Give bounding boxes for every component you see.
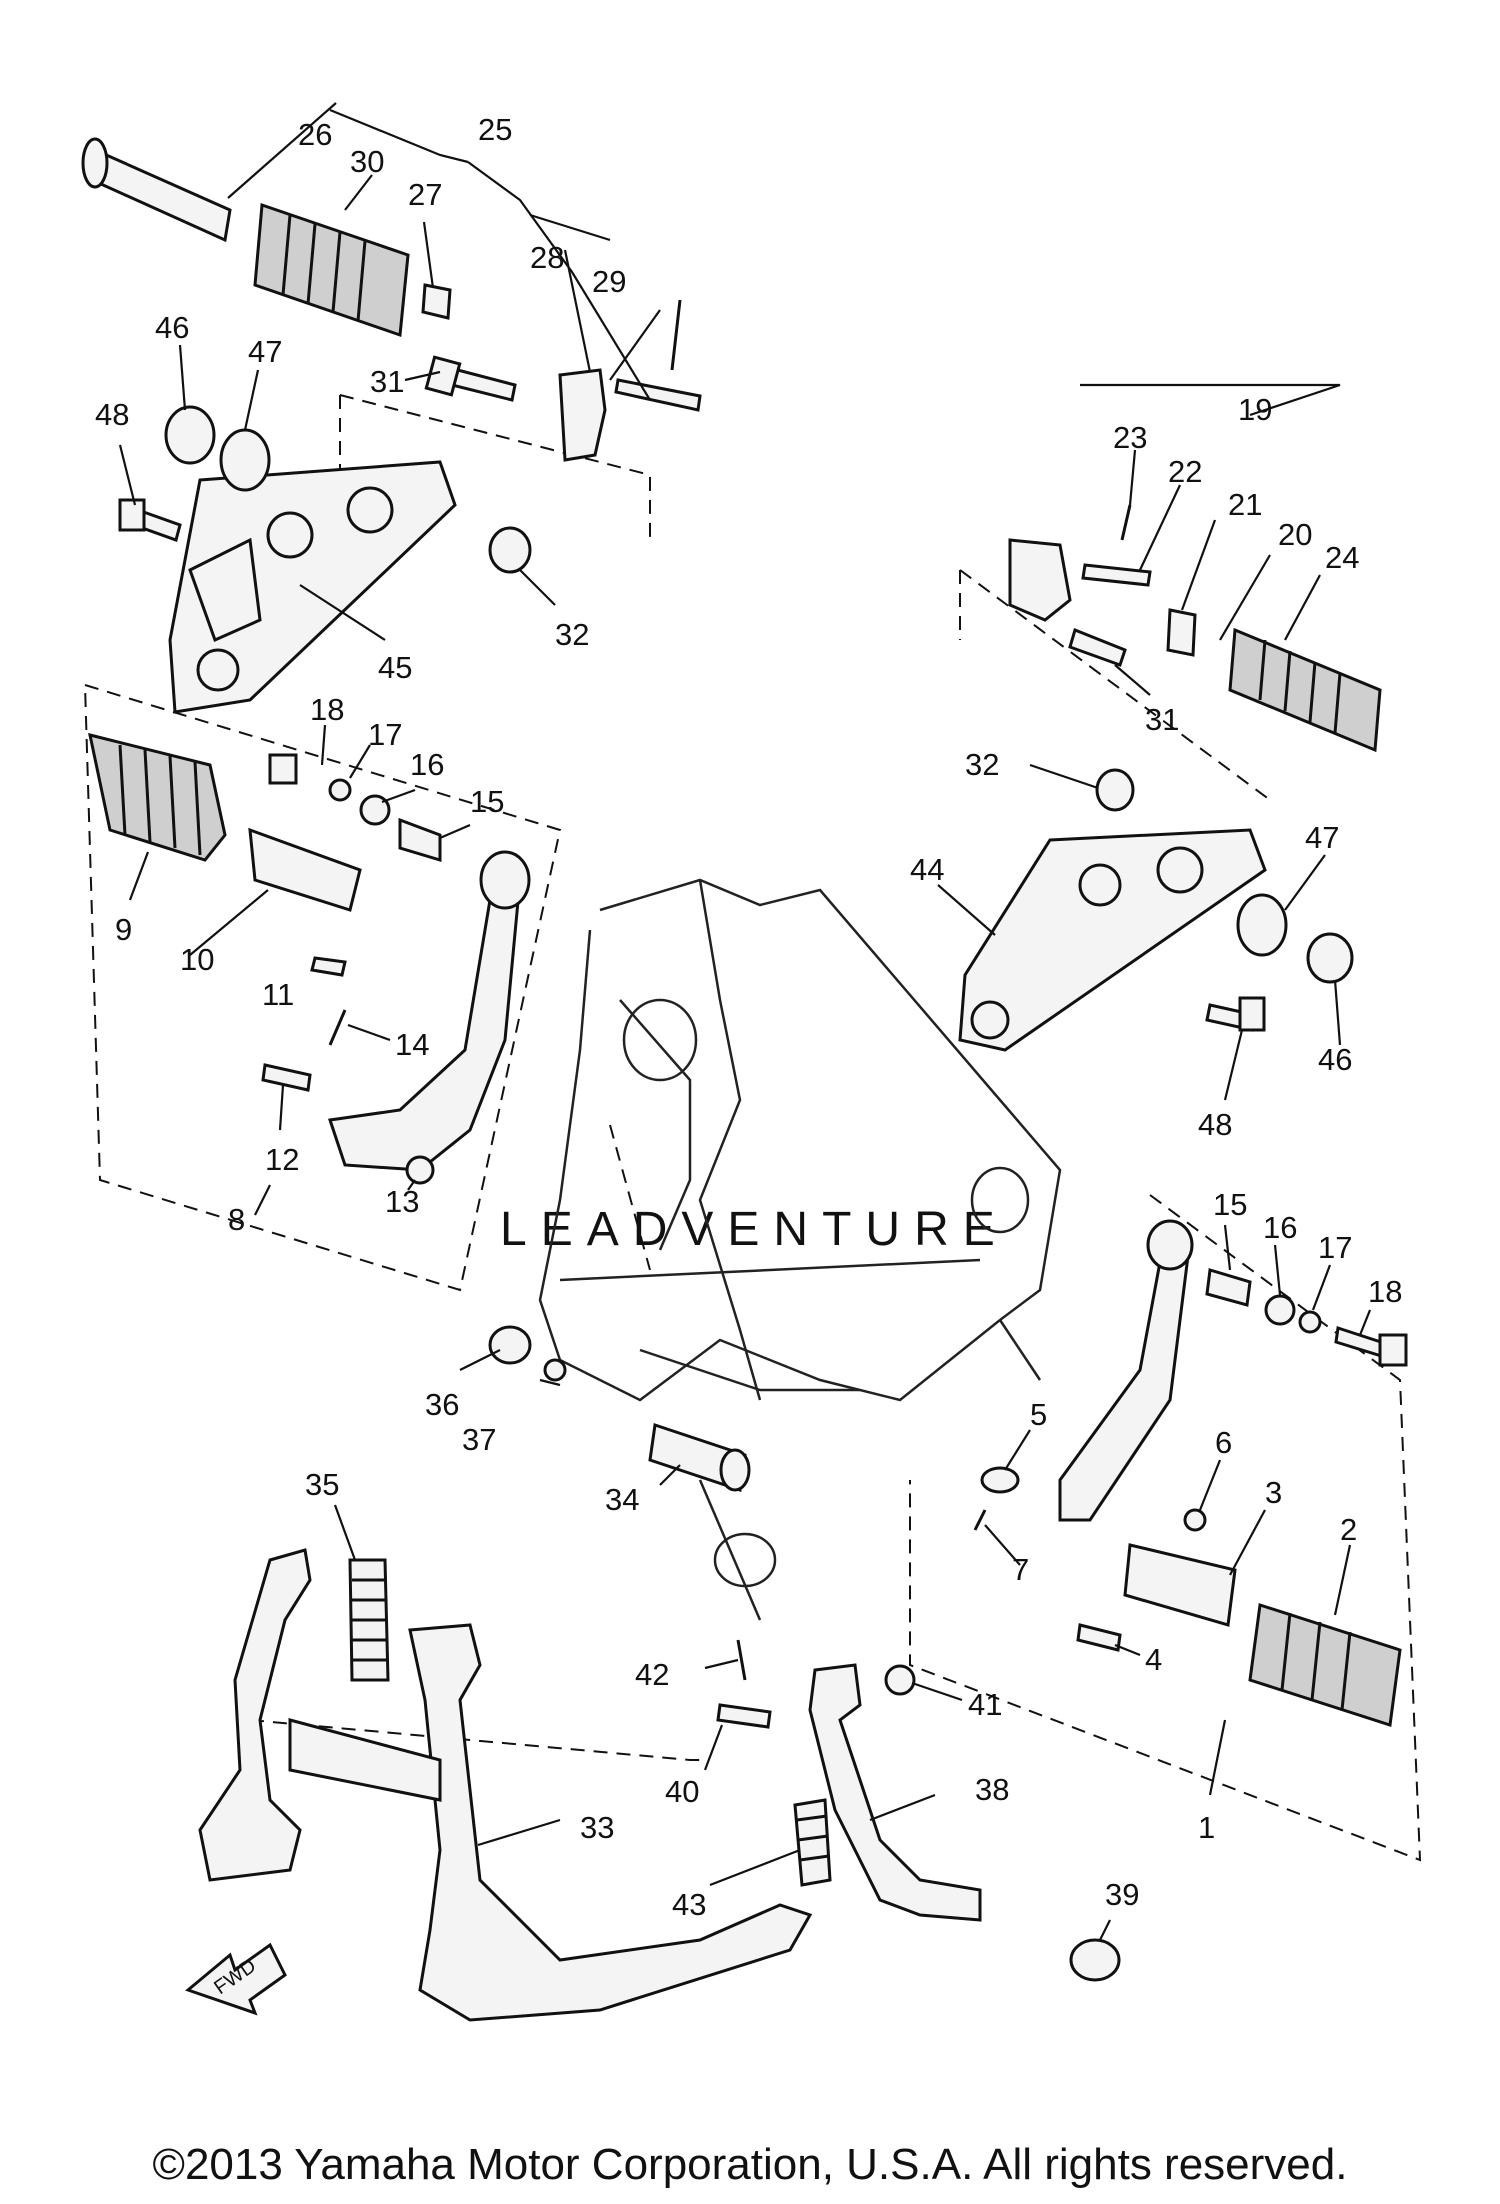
dashed-line-stand (249, 1719, 700, 1761)
callout-7: 7 (1012, 1552, 1029, 1587)
callout-36: 36 (425, 1387, 459, 1422)
callout-2: 2 (1340, 1512, 1357, 1547)
bracket-left-45 (118, 405, 532, 714)
callout-24: 24 (1325, 540, 1359, 575)
callout-23: 23 (1113, 420, 1147, 455)
bracket-right-44 (958, 768, 1354, 1052)
callout-15: 15 (470, 784, 504, 819)
callout-6: 6 (1215, 1425, 1232, 1460)
callout-34: 34 (605, 1482, 639, 1517)
main-frame (538, 878, 1062, 1621)
callout-33: 33 (580, 1810, 614, 1845)
callout-38: 38 (975, 1772, 1009, 1807)
callout-31: 31 (370, 364, 404, 399)
callout-35: 35 (305, 1467, 339, 1502)
callout-45: 45 (378, 650, 412, 685)
callout-48-right: 48 (1198, 1107, 1232, 1142)
callout-47: 47 (248, 334, 282, 369)
callout-21: 21 (1228, 487, 1262, 522)
callout-11: 11 (262, 977, 294, 1012)
callout-16: 16 (410, 747, 444, 782)
callout-48: 48 (95, 397, 129, 432)
callout-43: 43 (672, 1887, 706, 1922)
callout-32-right: 32 (965, 747, 999, 782)
callout-labels: 1 2 3 4 5 6 7 8 9 10 11 12 13 14 15 16 1… (95, 112, 1402, 1922)
front-footrest-right (973, 1219, 1408, 1727)
callout-46: 46 (155, 310, 189, 345)
watermark-text: LEADVENTURE (500, 1203, 1009, 1256)
callout-20: 20 (1278, 517, 1312, 552)
callout-39: 39 (1105, 1877, 1139, 1912)
leader-lines (118, 102, 1372, 1941)
callout-46-right: 46 (1318, 1042, 1352, 1077)
callout-44: 44 (910, 852, 944, 887)
callout-29: 29 (592, 264, 626, 299)
callout-37: 37 (462, 1422, 496, 1457)
callout-19: 19 (1238, 392, 1272, 427)
dashed-box-right-rear (959, 569, 1271, 801)
callout-8: 8 (228, 1202, 245, 1237)
callout-30: 30 (350, 144, 384, 179)
callout-32: 32 (555, 617, 589, 652)
rear-footrest-left (81, 137, 702, 462)
callout-14: 14 (395, 1027, 429, 1062)
dashed-box-left-front (83, 683, 562, 1292)
callout-26: 26 (298, 117, 332, 152)
callout-10: 10 (180, 942, 214, 977)
callout-42: 42 (635, 1657, 669, 1692)
dashed-line-frame (609, 1124, 651, 1271)
callout-17: 17 (368, 717, 402, 752)
callout-27: 27 (408, 177, 442, 212)
callout-15-right: 15 (1213, 1187, 1247, 1222)
main-stand (198, 1325, 813, 2022)
callout-9: 9 (115, 912, 132, 947)
callout-4: 4 (1145, 1642, 1162, 1677)
callout-47-right: 47 (1305, 820, 1339, 855)
callout-12: 12 (265, 1142, 299, 1177)
fwd-arrow: FWD (184, 1942, 287, 2016)
callout-18-right: 18 (1368, 1274, 1402, 1309)
callout-1: 1 (1198, 1810, 1215, 1845)
callout-5: 5 (1030, 1397, 1047, 1432)
callout-25: 25 (478, 112, 512, 147)
callout-28: 28 (530, 240, 564, 275)
callout-40: 40 (665, 1774, 699, 1809)
callout-22: 22 (1168, 454, 1202, 489)
rear-footrest-right (1008, 504, 1382, 753)
callout-18: 18 (310, 692, 344, 727)
copyright-notice: ©2013 Yamaha Motor Corporation, U.S.A. A… (152, 2140, 1348, 2189)
callout-3: 3 (1265, 1475, 1282, 1510)
callout-17-right: 17 (1318, 1230, 1352, 1265)
callout-16-right: 16 (1263, 1210, 1297, 1245)
side-stand (716, 1639, 1121, 1982)
callout-41: 41 (968, 1687, 1002, 1722)
callout-31-right: 31 (1145, 702, 1179, 737)
callout-13: 13 (385, 1184, 419, 1219)
front-footrest-left (88, 732, 531, 1185)
